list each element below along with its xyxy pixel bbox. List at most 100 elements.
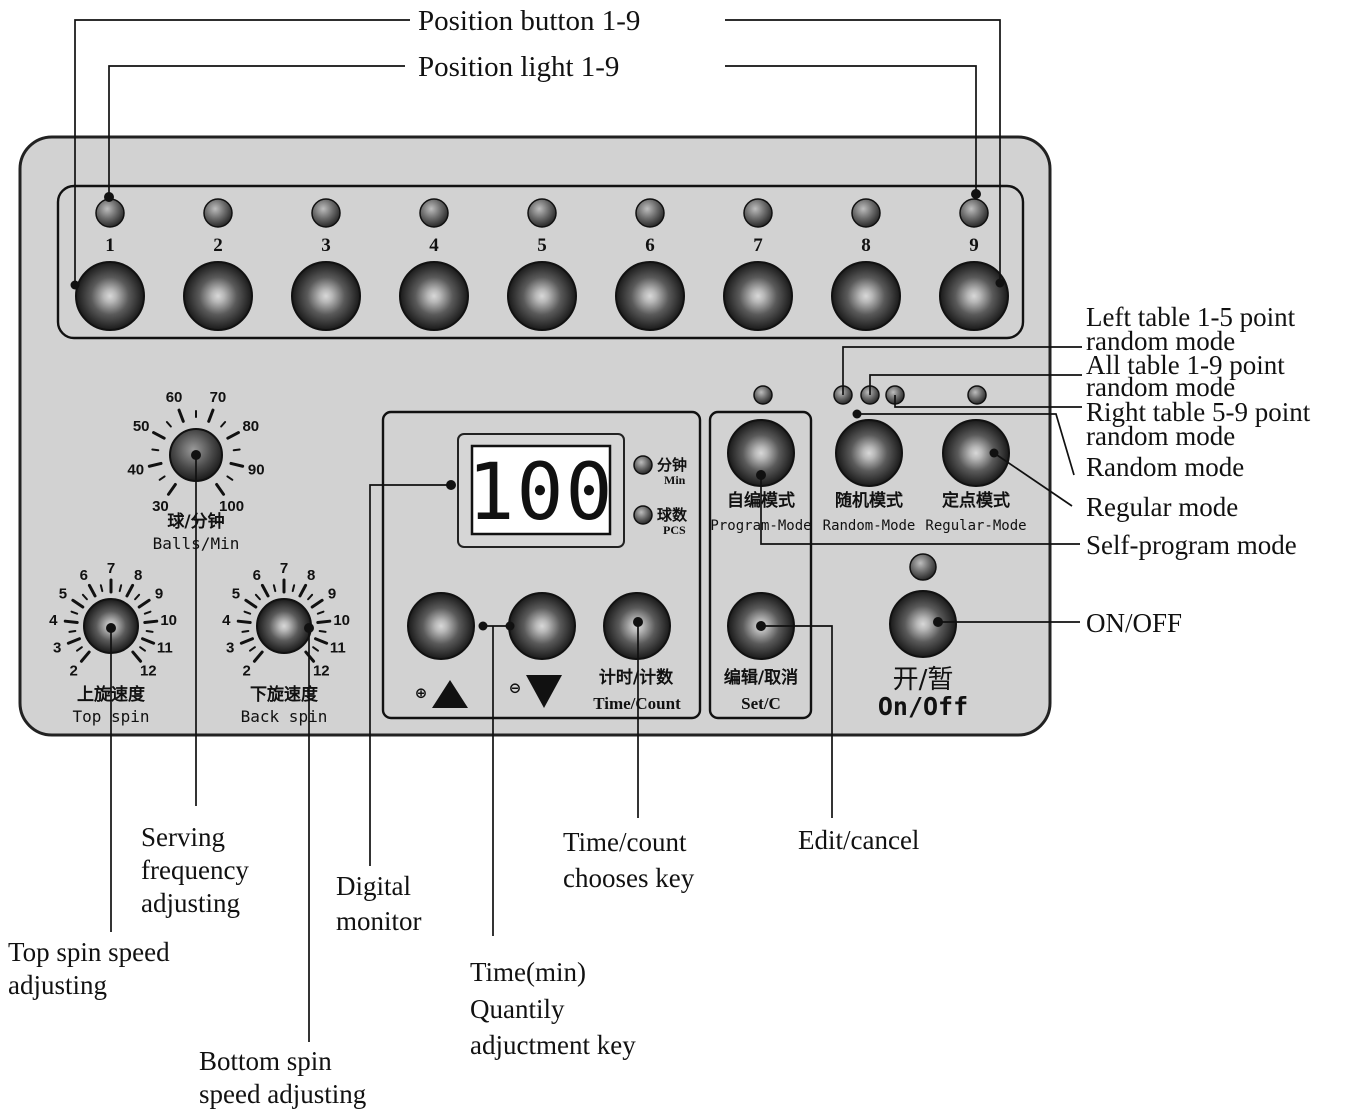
set-label-en: Set/C	[741, 694, 781, 713]
callout-right-table-1: Right table 5-9 point	[1086, 397, 1311, 427]
minus-icon: ⊖	[509, 679, 522, 697]
backspin-minor-tick	[307, 593, 314, 601]
regular-label-zh: 定点模式	[942, 490, 1010, 511]
topspin-minor-tick	[143, 610, 152, 615]
callout-right-table-2: random mode	[1086, 421, 1235, 451]
topspin-minor-tick	[76, 646, 83, 652]
regular-mode-button[interactable]	[942, 419, 1010, 487]
pcs-label-en: PCS	[663, 523, 686, 537]
backspin-scale-label: 11	[330, 640, 346, 657]
backspin-tick	[316, 619, 332, 624]
position-number-7: 7	[753, 235, 763, 256]
position-light-2	[203, 198, 233, 228]
backspin-scale-label: 9	[328, 586, 336, 603]
min-led	[633, 455, 653, 475]
callout-regular-mode: Regular mode	[1086, 492, 1238, 522]
frequency-scale-label: 50	[133, 418, 150, 435]
callout-random-mode: Random mode	[1086, 452, 1244, 482]
pcs-led	[633, 505, 653, 525]
backspin-label-en: Back spin	[241, 707, 328, 726]
position-button-2[interactable]	[183, 261, 253, 331]
callout-self-program: Self-program mode	[1086, 530, 1297, 560]
position-number-2: 2	[213, 235, 223, 256]
up-arrow-icon	[432, 680, 468, 708]
frequency-tick	[177, 408, 185, 423]
backspin-scale-label: 12	[313, 662, 330, 679]
backspin-scale-label: 5	[232, 586, 240, 603]
backspin-scale-label: 8	[307, 567, 315, 584]
onoff-label-en: On/Off	[878, 692, 968, 721]
callout-topspin-1: Top spin speed	[8, 937, 170, 967]
callout-digital-1: Digital	[336, 871, 411, 901]
topspin-scale-label: 5	[59, 586, 67, 603]
random-mode-button[interactable]	[835, 419, 903, 487]
backspin-tick	[310, 598, 324, 609]
topspin-minor-tick	[81, 593, 88, 601]
min-label-en: Min	[664, 473, 686, 487]
topspin-scale-label: 2	[70, 662, 78, 679]
position-button-4[interactable]	[399, 261, 469, 331]
callout-all-table-2: random mode	[1086, 372, 1235, 402]
topspin-scale-label: 6	[80, 567, 88, 584]
topspin-scale-label: 7	[107, 560, 115, 577]
leader-dots	[70, 189, 1005, 633]
backspin-minor-tick	[243, 610, 252, 615]
digital-monitor	[470, 444, 612, 536]
backspin-tick	[244, 598, 258, 609]
position-button-7[interactable]	[723, 261, 793, 331]
display-section-frame	[381, 410, 702, 720]
position-button-9[interactable]	[939, 261, 1009, 331]
on-off-button[interactable]	[889, 590, 957, 658]
up-button[interactable]	[407, 592, 475, 660]
position-number-6: 6	[645, 235, 655, 256]
position-light-3	[311, 198, 341, 228]
plus-icon: ⊕	[415, 684, 428, 702]
callout-timecount-2: chooses key	[563, 863, 695, 893]
power-led	[909, 553, 937, 581]
frequency-scale-label: 90	[248, 462, 265, 479]
min-label-zh: 分钟	[657, 456, 687, 474]
topspin-minor-tick	[145, 630, 154, 633]
position-button-3[interactable]	[291, 261, 361, 331]
callout-topspin-2: adjusting	[8, 970, 107, 1000]
topspin-tick	[79, 650, 91, 663]
topspin-tick	[131, 650, 143, 663]
backspin-tick	[239, 637, 254, 645]
down-arrow-icon	[526, 675, 562, 708]
backspin-tick	[314, 637, 329, 645]
frequency-scale-label: 60	[166, 389, 183, 406]
position-number-1: 1	[105, 235, 115, 256]
leader-lines	[74, 19, 1082, 1042]
topspin-minor-tick	[134, 593, 141, 601]
down-button[interactable]	[508, 592, 576, 660]
position-button-1[interactable]	[75, 261, 145, 331]
topspin-scale-label: 9	[155, 586, 163, 603]
topspin-minor-tick	[118, 584, 123, 593]
position-button-5[interactable]	[507, 261, 577, 331]
frequency-minor-tick	[226, 475, 234, 481]
frequency-tick	[226, 431, 240, 440]
position-button-8[interactable]	[831, 261, 901, 331]
position-button-6[interactable]	[615, 261, 685, 331]
callout-digital-2: monitor	[336, 906, 422, 936]
backspin-scale-label: 7	[280, 560, 288, 577]
set-label-zh: 编辑/取消	[724, 667, 798, 688]
callout-time-1: Time(min)	[470, 957, 586, 987]
callout-bottomspin-1: Bottom spin	[199, 1046, 332, 1076]
backspin-minor-tick	[291, 584, 296, 593]
frequency-tick	[207, 408, 215, 423]
random-label-en: Random-Mode	[823, 518, 916, 534]
topspin-tick	[141, 637, 156, 645]
callout-bottomspin-2: speed adjusting	[199, 1079, 366, 1109]
backspin-knob[interactable]	[256, 598, 312, 654]
backspin-scale-label: 3	[226, 640, 234, 657]
topspin-scale-label: 10	[160, 612, 177, 629]
backspin-scale-label: 10	[333, 612, 350, 629]
callout-time-3: adjuctment key	[470, 1030, 636, 1060]
frequency-scale-label: 100	[219, 498, 244, 515]
backspin-scale-label: 6	[253, 567, 261, 584]
topspin-tick	[63, 619, 79, 624]
